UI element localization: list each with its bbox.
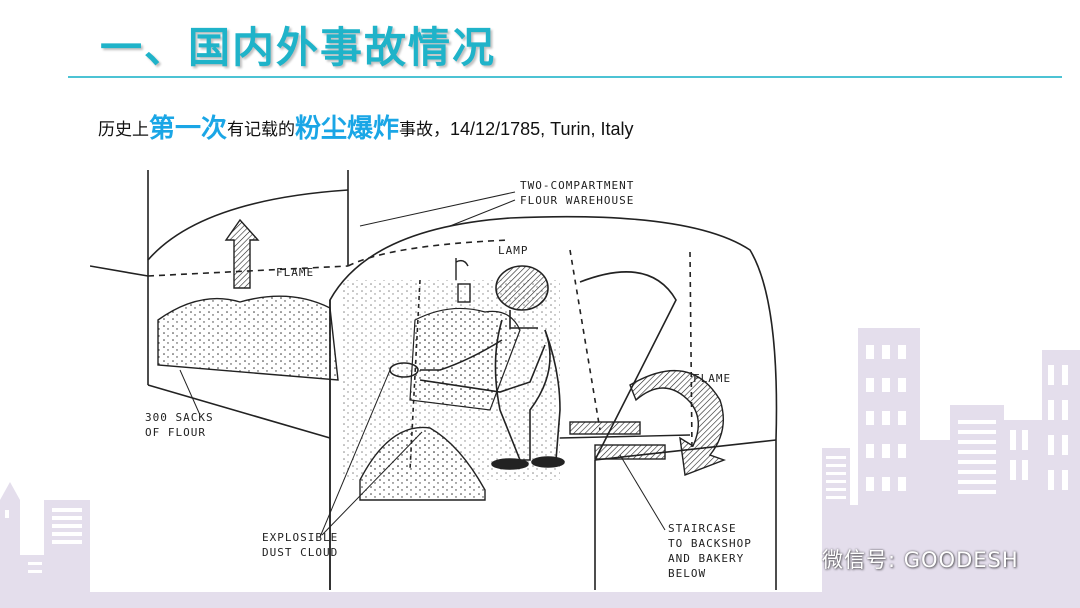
warehouse-illustration: TWO-COMPARTMENT FLOUR WAREHOUSE LAMP FLA… <box>90 170 822 592</box>
label-sacks-line2: OF FLOUR <box>145 426 206 439</box>
label-lamp: LAMP <box>498 244 529 257</box>
wechat-icon <box>786 548 815 570</box>
label-stair-line4: BELOW <box>668 567 706 580</box>
subtitle-date-location: 14/12/1785, Turin, Italy <box>450 119 634 139</box>
subtitle-highlight-dust-explosion: 粉尘爆炸 <box>295 114 400 144</box>
title-divider <box>68 76 1062 78</box>
page-title: 一、国内外事故情况 <box>100 23 497 72</box>
label-dust-line1: EXPLOSIBLE <box>262 531 338 544</box>
subtitle-text: 历史上 <box>98 120 149 140</box>
subtitle-highlight-first: 第一次 <box>149 114 228 144</box>
warehouse-drawing: TWO-COMPARTMENT FLOUR WAREHOUSE LAMP FLA… <box>90 170 778 590</box>
subtitle: 历史上第一次有记载的粉尘爆炸事故，14/12/1785, Turin, Ital… <box>98 108 633 145</box>
label-warehouse-line1: TWO-COMPARTMENT <box>520 179 634 192</box>
watermark-text: 微信号: GOODESH <box>822 548 1019 572</box>
watermark: 微信号: GOODESH <box>786 544 1019 574</box>
label-stair-line1: STAIRCASE <box>668 522 737 535</box>
subtitle-text: 有记载的 <box>227 120 296 140</box>
label-warehouse-line2: FLOUR WAREHOUSE <box>520 194 634 207</box>
label-sacks-line1: 300 SACKS <box>145 411 214 424</box>
label-stair-line3: AND BAKERY <box>668 552 744 565</box>
label-flame-right: FLAME <box>693 372 731 385</box>
label-flame-left: FLAME <box>276 266 314 279</box>
flame-arrow-left <box>224 218 260 289</box>
flame-arrow-right <box>629 370 727 476</box>
subtitle-text: 事故， <box>399 120 451 140</box>
label-stair-line2: TO BACKSHOP <box>668 537 752 550</box>
label-dust-line2: DUST CLOUD <box>262 546 338 559</box>
